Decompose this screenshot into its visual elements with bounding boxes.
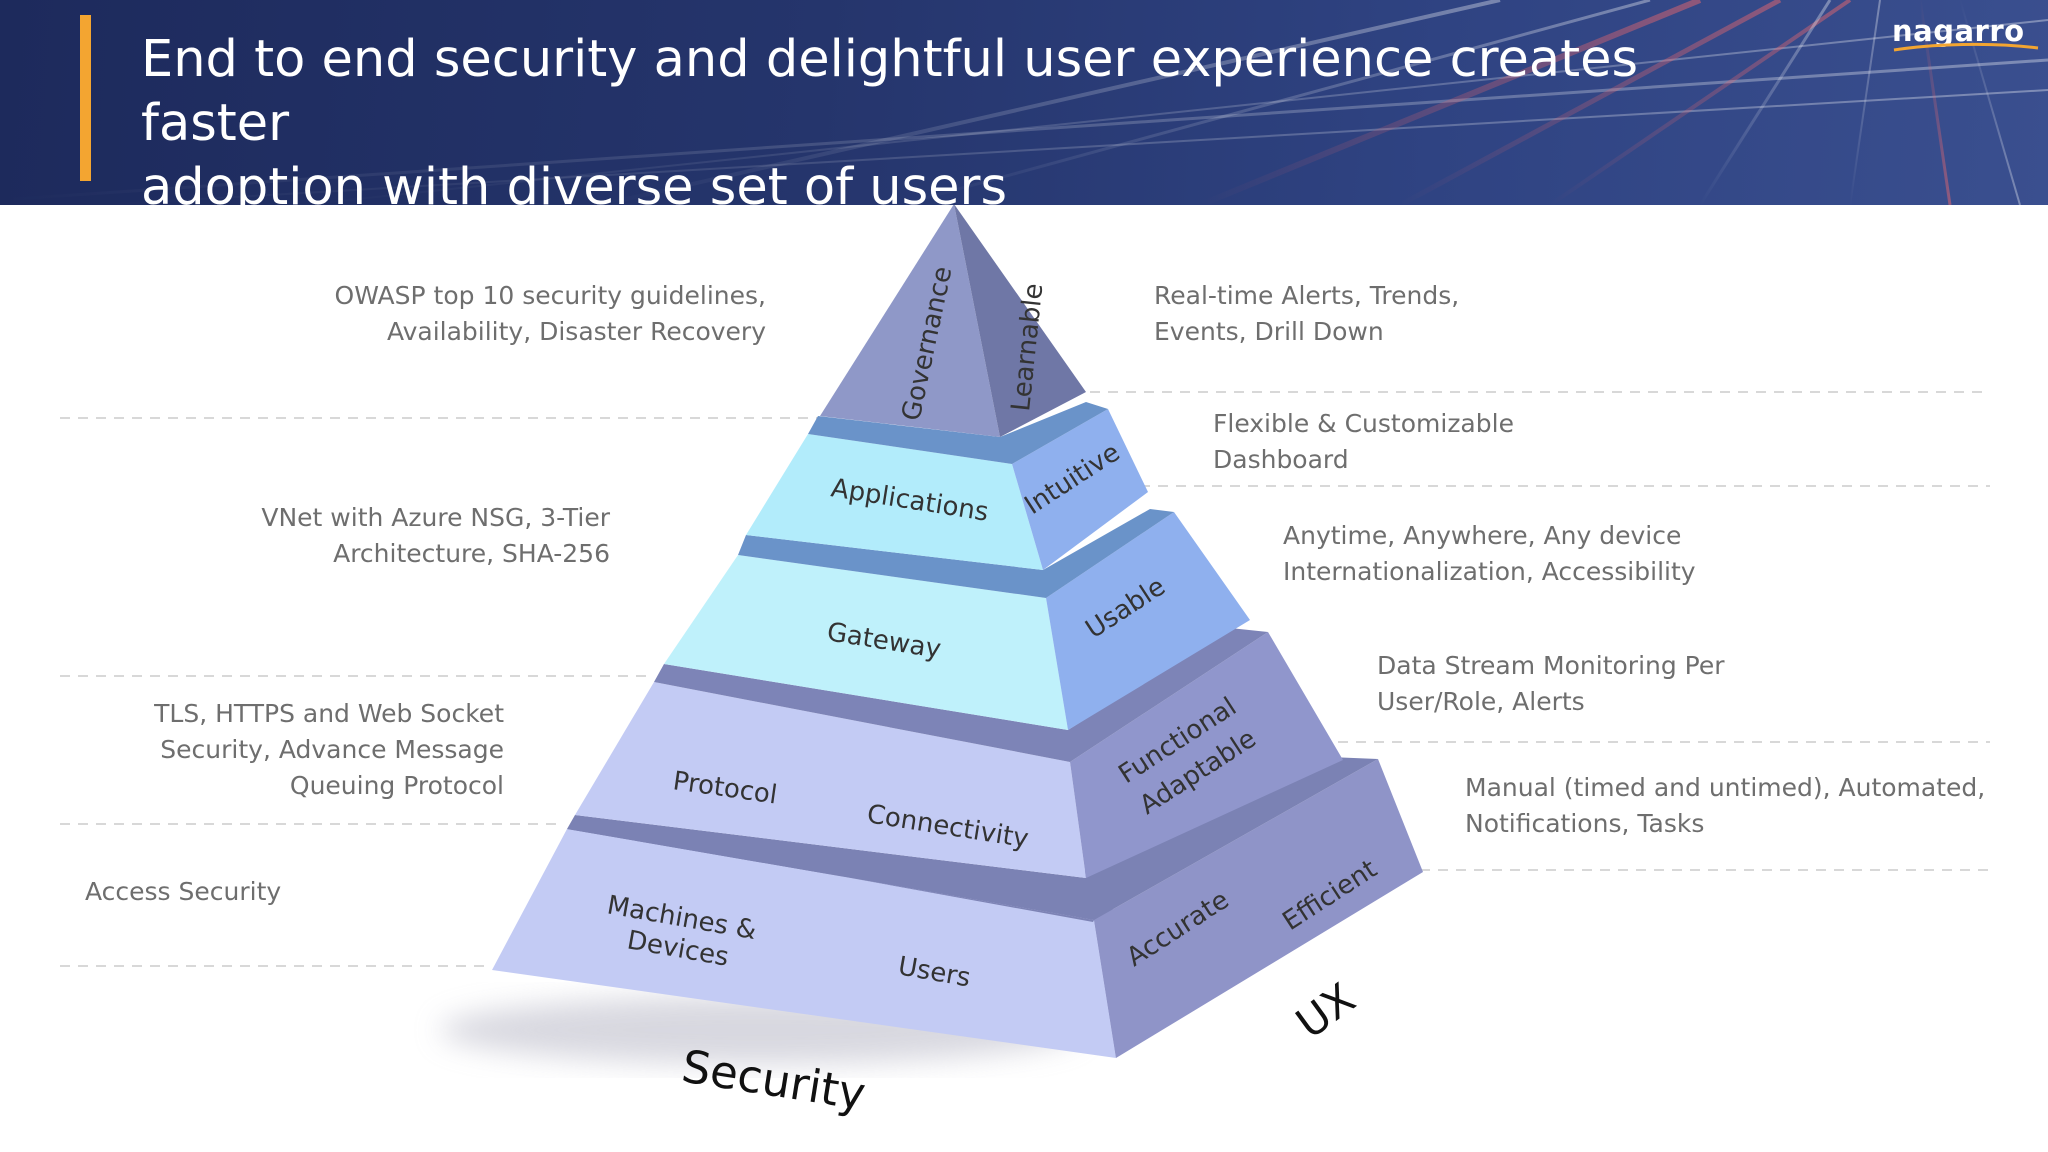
ux-note-anytime: Anytime, Anywhere, Any device Internatio…: [1283, 518, 1783, 590]
note-line: Anytime, Anywhere, Any device: [1283, 521, 1682, 550]
header-banner: End to end security and delightful user …: [0, 0, 2048, 205]
tier1-right-face: [1012, 409, 1148, 570]
title-accent-bar: [80, 15, 91, 181]
note-line: Flexible & Customizable: [1213, 409, 1514, 438]
ux-note-dashboard: Flexible & Customizable Dashboard: [1213, 406, 1633, 478]
slide-title: End to end security and delightful user …: [141, 28, 1781, 205]
note-line: Internationalization, Accessibility: [1283, 557, 1696, 586]
tier4-right-face: [1094, 759, 1423, 1058]
note-line: Dashboard: [1213, 445, 1349, 474]
note-line: Events, Drill Down: [1154, 317, 1384, 346]
top-left-face: [820, 205, 1000, 437]
security-note-vnet: VNet with Azure NSG, 3-Tier Architecture…: [230, 500, 610, 572]
security-note-tls: TLS, HTTPS and Web Socket Security, Adva…: [140, 696, 504, 804]
slide-title-line-1: End to end security and delightful user …: [141, 30, 1639, 153]
tier3-right-face: [1070, 632, 1343, 878]
security-note-access: Access Security: [85, 874, 385, 910]
note-line: Access Security: [85, 877, 282, 906]
ux-face-title: UX: [1287, 973, 1364, 1048]
note-line: TLS, HTTPS and Web Socket: [154, 699, 504, 728]
note-line: Security, Advance Message: [160, 735, 504, 764]
security-note-owasp: OWASP top 10 security guidelines, Availa…: [320, 278, 766, 350]
tier4-left-face: [492, 829, 1116, 1058]
nagarro-logo: nagarro: [1892, 14, 2025, 48]
note-line: Manual (timed and untimed), Automated,: [1465, 773, 1986, 802]
tier3-top-slab: [654, 628, 1268, 762]
note-line: Architecture, SHA-256: [333, 539, 610, 568]
tier3-left-face: [575, 682, 1086, 878]
security-ux-pyramid-diagram: Governance Learnable Applications Intuit…: [60, 205, 1990, 1121]
note-line: Real-time Alerts, Trends,: [1154, 281, 1460, 310]
note-line: Queuing Protocol: [289, 771, 504, 800]
tier1-left-face: [746, 434, 1043, 570]
logo-swoosh-icon: [1893, 42, 2039, 52]
note-line: Notifications, Tasks: [1465, 809, 1705, 838]
tier1-top-slab: [808, 402, 1108, 464]
note-line: OWASP top 10 security guidelines,: [334, 281, 766, 310]
slide-title-line-2: adoption with diverse set of users: [141, 158, 1008, 205]
light-streaks-background: [0, 0, 2048, 205]
tier2-top-slab: [738, 509, 1174, 598]
note-line: Data Stream Monitoring Per: [1377, 651, 1725, 680]
guide-lines: [60, 391, 1990, 967]
tier2-left-face: [664, 555, 1068, 730]
ux-note-alerts: Real-time Alerts, Trends, Events, Drill …: [1154, 278, 1574, 350]
ux-note-manual: Manual (timed and untimed), Automated, N…: [1465, 770, 2005, 842]
tier2-right-face: [1046, 512, 1250, 730]
note-line: VNet with Azure NSG, 3-Tier: [261, 503, 610, 532]
note-line: User/Role, Alerts: [1377, 687, 1585, 716]
top-right-face: [954, 205, 1086, 437]
note-line: Availability, Disaster Recovery: [386, 317, 766, 346]
ux-note-data-stream: Data Stream Monitoring Per User/Role, Al…: [1377, 648, 1817, 720]
